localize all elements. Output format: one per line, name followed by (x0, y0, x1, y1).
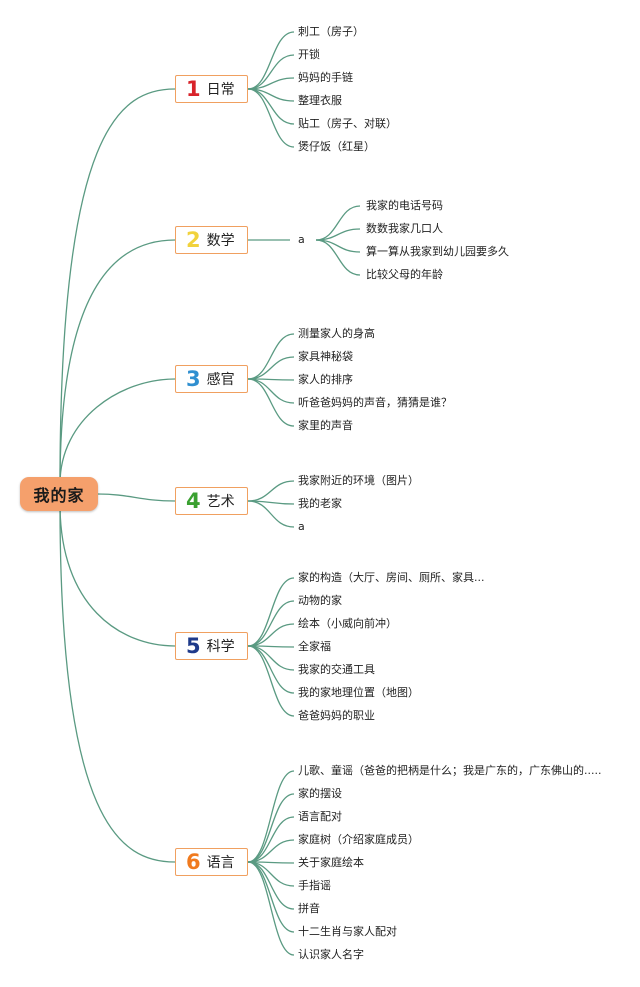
branch-leaf-connector (247, 770, 295, 863)
branch-number: 6 (186, 849, 201, 874)
root-branch-connector (97, 493, 176, 502)
branch-label: 日常 (206, 82, 235, 98)
leaf-item[interactable]: 我的老家 (298, 497, 342, 510)
root-branch-connector (59, 239, 176, 485)
branch-leaf-connector (247, 816, 295, 863)
branch-leaf-connector (247, 378, 295, 404)
branch-leaf-connector (247, 88, 295, 148)
branch-label: 感官 (206, 372, 235, 388)
leaf-item[interactable]: 妈妈的手链 (298, 71, 353, 84)
branch-number: 1 (186, 76, 201, 101)
leaf-item[interactable]: 算一算从我家到幼儿园要多久 (366, 245, 509, 258)
leaf-item[interactable]: 测量家人的身高 (298, 327, 375, 340)
leaf-item[interactable]: 认识家人名字 (298, 948, 364, 961)
branch-number: 3 (186, 366, 201, 391)
branch-node-1[interactable]: 1 日常 (175, 75, 248, 103)
root-branch-connector (59, 88, 176, 485)
leaf-item[interactable]: 我的家地理位置（地图） (298, 686, 419, 699)
branch-leaf-connector (247, 600, 295, 647)
leaf-item[interactable]: 语言配对 (298, 810, 342, 823)
branch-leaf-connector (247, 500, 295, 528)
leaf-item[interactable]: 家的构造（大厅、房间、厕所、家具... (298, 571, 485, 584)
leaf-item[interactable]: 我家的交通工具 (298, 663, 375, 676)
branch-leaf-connector (247, 356, 295, 380)
leaf-item[interactable]: 爸爸妈妈的职业 (298, 709, 375, 722)
leaf-item[interactable]: 数数我家几口人 (366, 222, 443, 235)
branch-node-2[interactable]: 2 数学 (175, 226, 248, 254)
leaf-item[interactable]: 家人的排序 (298, 373, 353, 386)
leaf-item[interactable]: 动物的家 (298, 594, 342, 607)
mid-leaf-connector (315, 205, 361, 241)
root-branch-connector (59, 503, 176, 647)
branch-leaf-connector (247, 54, 295, 90)
leaf-item[interactable]: 整理衣服 (298, 94, 342, 107)
leaf-item[interactable]: 听爸爸妈妈的声音，猜猜是谁？ (298, 396, 452, 409)
leaf-item[interactable]: 关于家庭绘本 (298, 856, 364, 869)
branch-label: 数学 (206, 233, 235, 249)
leaf-item[interactable]: 家里的声音 (298, 419, 353, 432)
branch-leaf-connector (247, 839, 295, 863)
branch-leaf-connector (247, 861, 295, 933)
branch-label: 艺术 (206, 494, 235, 510)
leaf-item[interactable]: 我家的电话号码 (366, 199, 443, 212)
branch-leaf-connector (247, 861, 295, 956)
root-branch-connector (59, 378, 176, 485)
branch-node-6[interactable]: 6 语言 (175, 848, 248, 876)
branch-leaf-connector (247, 378, 295, 427)
leaf-item[interactable]: 家庭树（介绍家庭成员） (298, 833, 419, 846)
branch-leaf-connector (247, 645, 295, 671)
leaf-item[interactable]: 十二生肖与家人配对 (298, 925, 397, 938)
leaf-item[interactable]: 绘本（小威向前冲） (298, 617, 397, 630)
branch-number: 4 (186, 488, 201, 513)
branch-label: 科学 (206, 639, 235, 655)
branch-leaf-connector (247, 793, 295, 863)
leaf-item[interactable]: 贴工（房子、对联） (298, 117, 397, 130)
leaf-item[interactable]: 刺工（房子） (298, 25, 364, 38)
mid-leaf-connector (315, 239, 361, 276)
branch-leaf-connector (247, 623, 295, 647)
branch-number: 5 (186, 633, 201, 658)
leaf-item[interactable]: a (298, 520, 305, 533)
sub-node[interactable]: a (298, 233, 305, 246)
leaf-item[interactable]: 开锁 (298, 48, 320, 61)
branch-number: 2 (186, 227, 201, 252)
branch-leaf-connector (247, 480, 295, 502)
leaf-item[interactable]: 全家福 (298, 640, 331, 653)
branch-node-3[interactable]: 3 感官 (175, 365, 248, 393)
root-label: 我的家 (33, 486, 85, 505)
leaf-item[interactable]: 煲仔饭（红星） (298, 140, 375, 153)
leaf-item[interactable]: 拼音 (298, 902, 320, 915)
leaf-item[interactable]: 儿歌、童谣（爸爸的把柄是什么；我是广东的，广东佛山的..... (298, 764, 602, 777)
branch-leaf-connector (247, 333, 295, 380)
leaf-item[interactable]: 手指谣 (298, 879, 331, 892)
leaf-item[interactable]: 比较父母的年龄 (366, 268, 443, 281)
branch-node-4[interactable]: 4 艺术 (175, 487, 248, 515)
branch-label: 语言 (206, 855, 235, 871)
root-node[interactable]: 我的家 (20, 477, 98, 511)
leaf-item[interactable]: 家具神秘袋 (298, 350, 353, 363)
leaf-item[interactable]: 我家附近的环境（图片） (298, 474, 419, 487)
branch-leaf-connector (247, 645, 295, 717)
leaf-item[interactable]: 家的摆设 (298, 787, 342, 800)
branch-leaf-connector (247, 577, 295, 647)
branch-node-5[interactable]: 5 科学 (175, 632, 248, 660)
root-branch-connector (59, 503, 176, 863)
branch-leaf-connector (247, 31, 295, 90)
